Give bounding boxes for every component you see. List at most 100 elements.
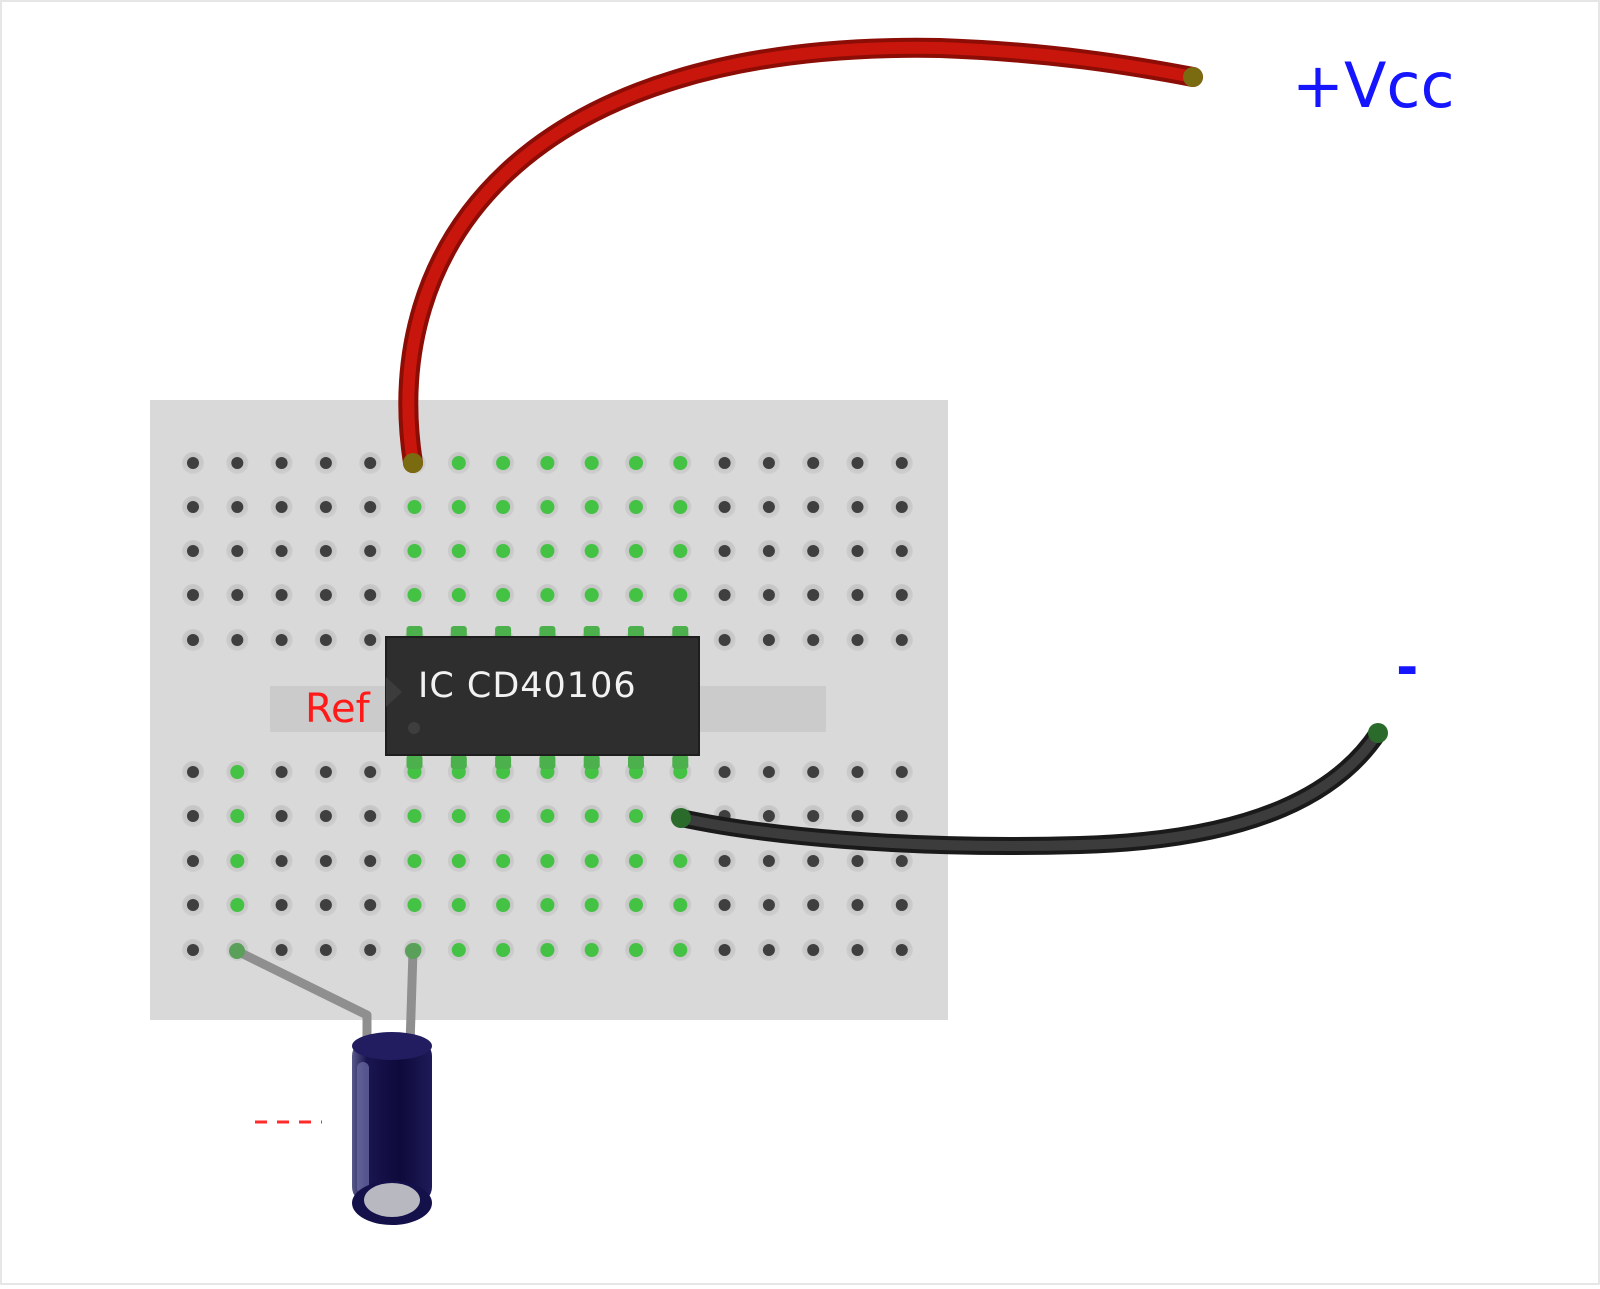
- breadboard-hole: [319, 634, 332, 646]
- breadboard-hole: [807, 545, 820, 557]
- breadboard-hole: [807, 944, 820, 956]
- breadboard-hole: [584, 500, 599, 514]
- breadboard-hole: [364, 899, 377, 911]
- breadboard-hole: [762, 810, 775, 822]
- breadboard-hole: [187, 855, 199, 867]
- ic-pin1-dot: [408, 722, 420, 734]
- breadboard-hole: [451, 898, 466, 912]
- breadboard-hole: [187, 545, 199, 557]
- breadboard-hole: [895, 634, 908, 646]
- breadboard-hole: [275, 944, 288, 956]
- breadboard-hole: [584, 898, 599, 912]
- breadboard-hole: [540, 943, 555, 957]
- breadboard-hole: [851, 545, 864, 557]
- breadboard-hole: [584, 588, 599, 602]
- breadboard-hole: [895, 944, 908, 956]
- breadboard-hole: [673, 588, 688, 602]
- breadboard-hole: [540, 588, 555, 602]
- breadboard-hole: [451, 588, 466, 602]
- ic-pin: [495, 755, 512, 769]
- breadboard-hole: [319, 589, 332, 601]
- breadboard-hole: [540, 854, 555, 868]
- breadboard-hole: [496, 854, 511, 868]
- breadboard-hole: [584, 456, 599, 470]
- ic-notch: [386, 677, 402, 707]
- breadboard-hole: [807, 899, 820, 911]
- breadboard-hole: [584, 943, 599, 957]
- breadboard-hole: [451, 500, 466, 514]
- breadboard-hole: [187, 810, 199, 822]
- breadboard-hole: [496, 456, 511, 470]
- breadboard-hole: [673, 898, 688, 912]
- breadboard-hole: [540, 500, 555, 514]
- ic-pin: [539, 755, 556, 769]
- breadboard-hole: [540, 456, 555, 470]
- minus-label: -: [1396, 636, 1418, 699]
- breadboard-hole: [807, 634, 820, 646]
- wire-gnd-highlight: [676, 728, 1383, 851]
- breadboard-hole: [275, 501, 288, 513]
- breadboard-hole: [851, 855, 864, 867]
- breadboard-hole: [407, 544, 422, 558]
- breadboard-hole: [275, 899, 288, 911]
- breadboard-hole: [895, 855, 908, 867]
- breadboard-hole: [451, 456, 466, 470]
- breadboard-hole: [807, 810, 820, 822]
- breadboard-hole: [407, 588, 422, 602]
- breadboard-hole: [895, 766, 908, 778]
- breadboard-hole: [718, 457, 731, 469]
- breadboard-hole: [718, 634, 731, 646]
- breadboard-hole: [762, 545, 775, 557]
- wire-vcc-end-board: [403, 453, 423, 473]
- breadboard-hole: [629, 588, 643, 602]
- breadboard-hole: [319, 855, 332, 867]
- breadboard-hole: [673, 943, 688, 957]
- breadboard-hole: [231, 545, 244, 557]
- breadboard-hole: [275, 589, 288, 601]
- breadboard-hole: [629, 809, 643, 823]
- breadboard-hole: [275, 634, 288, 646]
- breadboard-hole: [187, 944, 199, 956]
- breadboard-hole: [275, 766, 288, 778]
- breadboard-hole: [629, 456, 643, 470]
- breadboard-hole: [807, 501, 820, 513]
- breadboard-hole: [718, 944, 731, 956]
- breadboard-hole: [451, 854, 466, 868]
- breadboard-hole: [851, 766, 864, 778]
- breadboard-hole: [807, 457, 820, 469]
- breadboard-hole: [496, 544, 511, 558]
- breadboard-hole: [629, 898, 643, 912]
- breadboard-hole: [407, 500, 422, 514]
- breadboard-hole: [319, 457, 332, 469]
- breadboard-hole: [540, 809, 555, 823]
- ic-body: [385, 636, 700, 756]
- breadboard-hole: [230, 809, 245, 823]
- ref-label: Ref: [305, 686, 371, 732]
- vcc-label: +Vcc: [1292, 49, 1455, 122]
- breadboard-hole: [451, 544, 466, 558]
- breadboard-hole: [319, 810, 332, 822]
- ic-label: IC CD40106: [418, 666, 637, 706]
- wire-vcc-end-free: [1183, 67, 1203, 87]
- breadboard-hole: [629, 943, 643, 957]
- breadboard-hole: [807, 589, 820, 601]
- breadboard-hole: [496, 943, 511, 957]
- ic-pin: [406, 755, 423, 769]
- breadboard-hole: [851, 899, 864, 911]
- breadboard-hole: [762, 634, 775, 646]
- wire-gnd-end-free: [1368, 723, 1388, 743]
- breadboard-hole: [231, 589, 244, 601]
- ic-pin: [583, 755, 600, 769]
- capacitor: [352, 1032, 432, 1225]
- breadboard-hole: [673, 456, 688, 470]
- breadboard-hole: [807, 855, 820, 867]
- breadboard-hole: [718, 545, 731, 557]
- breadboard-hole: [584, 854, 599, 868]
- breadboard-hole: [762, 855, 775, 867]
- breadboard-hole: [762, 766, 775, 778]
- breadboard-hole: [584, 809, 599, 823]
- breadboard-hole: [851, 810, 864, 822]
- breadboard-hole: [851, 589, 864, 601]
